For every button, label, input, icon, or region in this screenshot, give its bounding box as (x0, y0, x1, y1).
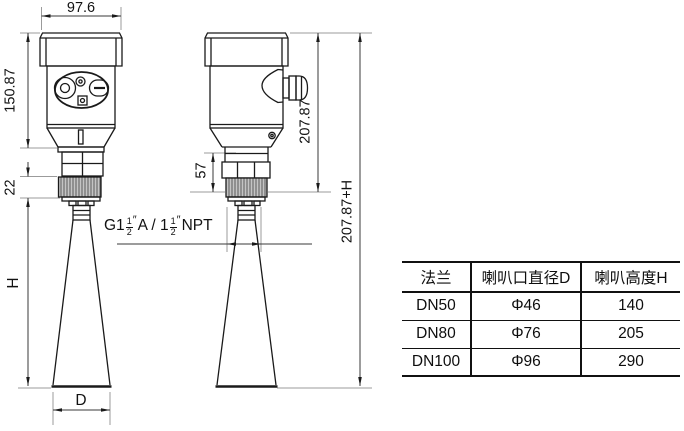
side-view-drawing (204, 32, 309, 388)
dimension-arrowheads (26, 14, 362, 412)
dim-neck-height: 57 (193, 162, 210, 179)
inch-mark: ″ (132, 214, 137, 226)
dim-overall-height-plus-horn: 207.87+H (339, 179, 356, 244)
dimension-lines (27, 15, 361, 411)
cell-horn-height: 290 (580, 348, 680, 376)
display-dial-icon (53, 76, 77, 100)
thread-label-part: A / 1 (137, 217, 169, 234)
minus-button-icon (88, 79, 110, 97)
cell-horn-diameter: Φ96 (470, 348, 581, 376)
cell-flange: DN50 (416, 297, 456, 315)
dim-overall-height: 207.87 (297, 99, 314, 144)
display-button-icon (75, 76, 86, 87)
inch-mark: ″ (176, 214, 181, 226)
table-row-dn100: DN100 Φ96 290 (402, 348, 680, 376)
thread-label-part: NPT (181, 217, 213, 234)
table-header-horn-height: 喇叭高度H (580, 262, 680, 292)
table-header-flange: 法兰 (420, 270, 452, 287)
flange-spec-table: 法兰 喇叭口直径D 喇叭高度H DN50 Φ46 140 DN80 Φ76 20… (402, 261, 680, 377)
cell-horn-diameter: Φ46 (470, 292, 581, 320)
cell-flange: DN80 (416, 325, 456, 342)
display-key-icon (77, 95, 88, 106)
dim-thread-length: 22 (2, 179, 19, 196)
cell-horn-height: 140 (580, 292, 680, 320)
thread-boss (57, 176, 102, 198)
extension-lines (18, 7, 372, 425)
horn-antenna (52, 219, 111, 386)
thread-label-part: G1 (104, 217, 125, 234)
table-header-horn-diameter: 喇叭口直径D (470, 262, 581, 292)
horn-antenna (216, 219, 277, 386)
ground-screw-icon (268, 131, 276, 140)
table-header-row: 法兰 喇叭口直径D 喇叭高度H (402, 262, 680, 292)
front-view-drawing (39, 32, 123, 388)
table-row-dn80: DN80 Φ76 205 (402, 320, 680, 348)
thread-boss (225, 177, 268, 198)
dim-top-width: 97.6 (66, 0, 96, 17)
dim-horn-diameter: D (75, 392, 87, 410)
table-row-dn50: DN50 Φ46 140 (402, 292, 680, 320)
dim-housing-height: 150.87 (2, 68, 19, 113)
cable-entry-boss (261, 68, 284, 104)
dim-horn-height: H (5, 277, 23, 289)
cell-horn-diameter: Φ76 (470, 320, 581, 348)
cable-gland (282, 77, 290, 99)
cell-horn-height: 205 (580, 320, 680, 348)
cell-flange: DN100 (411, 352, 461, 370)
